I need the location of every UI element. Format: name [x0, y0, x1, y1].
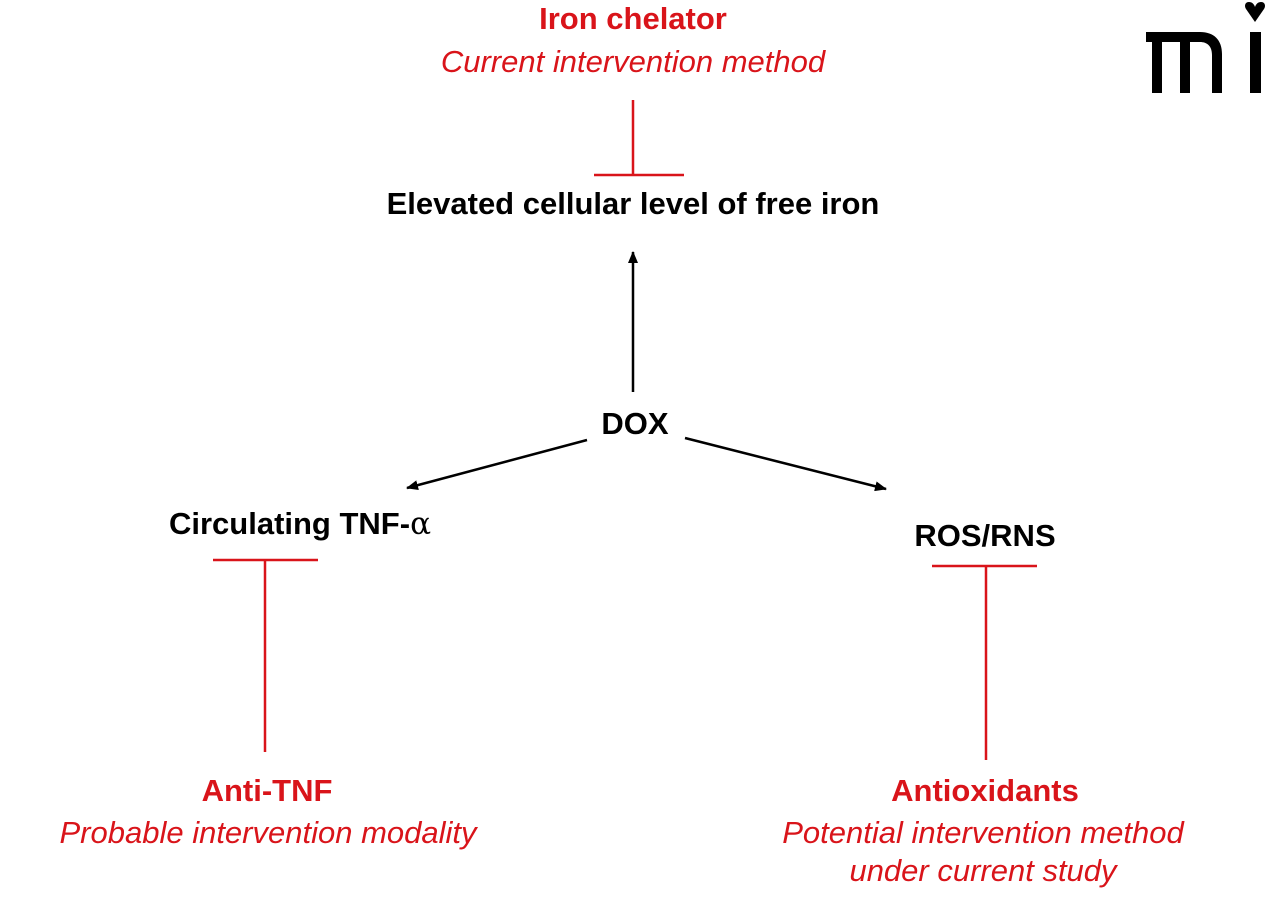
iron-chelator-subtitle: Current intervention method [440, 44, 826, 79]
alpha-symbol: α [410, 506, 432, 542]
tnf-node-label: Circulating TNF- [168, 506, 411, 541]
dox-node: DOX [601, 406, 669, 441]
tnf-node: Circulating TNF-α [100, 506, 500, 542]
journal-logo-icon [1146, 2, 1265, 93]
arrow-dox-to-ros [684, 436, 887, 492]
inhibit-anti-tnf [213, 558, 318, 752]
arrow-dox-to-tnf [406, 438, 588, 490]
free-iron-node: Elevated cellular level of free iron [386, 186, 880, 221]
anti-tnf-title: Anti-TNF [201, 773, 333, 808]
inhibit-iron-chelator [594, 100, 684, 177]
antioxidants-title: Antioxidants [891, 773, 1079, 808]
ros-node: ROS/RNS [914, 518, 1056, 553]
inhibit-antioxidants [932, 564, 1037, 760]
antioxidants-subtitle-line1: Potential intervention method [782, 815, 1184, 850]
iron-chelator-title: Iron chelator [539, 1, 727, 36]
anti-tnf-subtitle: Probable intervention modality [59, 815, 477, 850]
antioxidants-subtitle-line2: under current study [849, 853, 1117, 888]
